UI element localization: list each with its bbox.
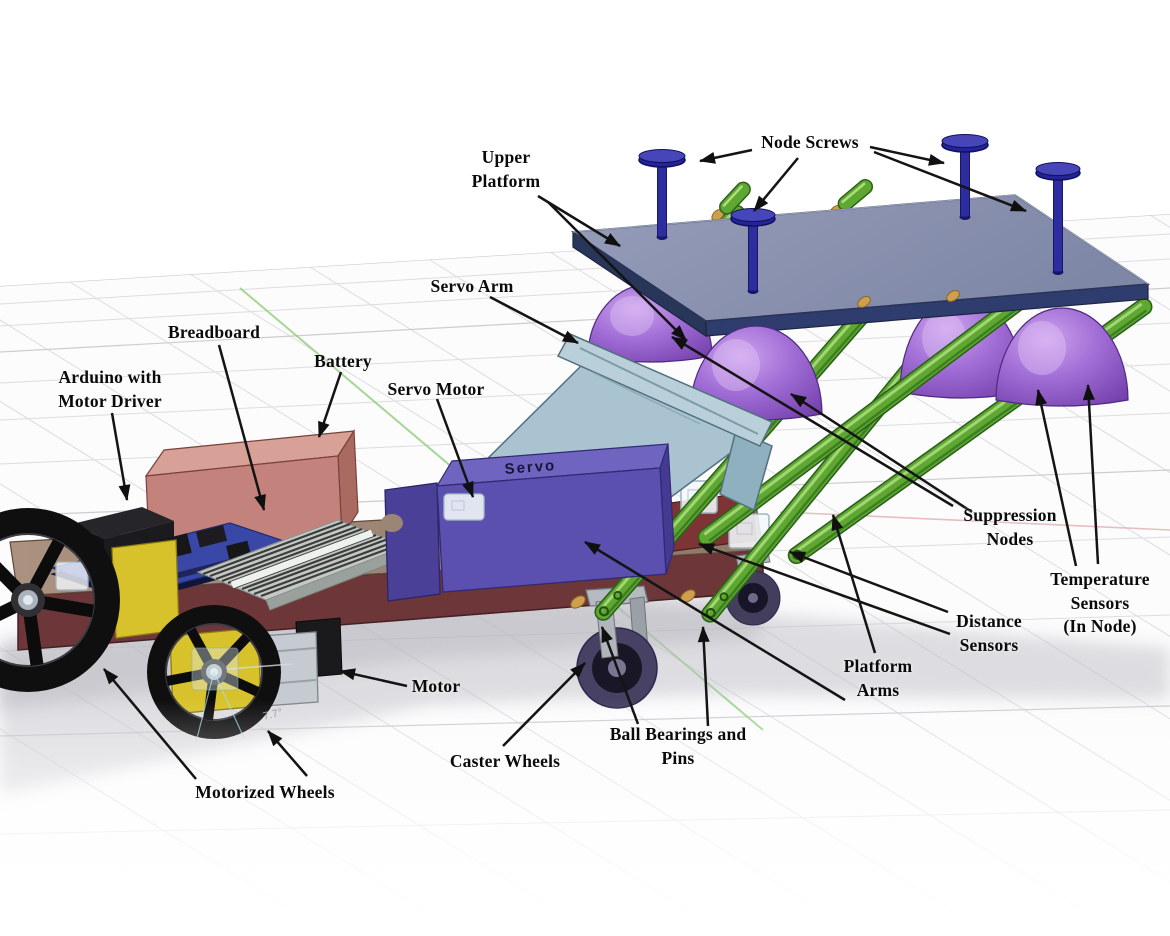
arrow-temperature-2 — [1082, 384, 1100, 565]
node-screw — [941, 134, 989, 220]
arrow-motorized-wheels-2 — [267, 730, 308, 777]
label-caster-wheels: Caster Wheels — [449, 751, 561, 771]
arrow-servo-arm — [489, 295, 579, 345]
arrow-node-screws-4 — [873, 150, 1027, 213]
label-node-screws: Node Screws — [761, 132, 859, 152]
sensor-chip — [55, 561, 89, 591]
suppression-node-dome — [689, 325, 823, 421]
arrow-motor — [339, 668, 408, 688]
arrow-platform-arms-1 — [831, 514, 877, 654]
label-motor: Motor — [411, 676, 461, 696]
arrow-distance-1 — [789, 550, 949, 614]
arrow-temperature-1 — [1035, 389, 1078, 567]
upper-platform — [570, 194, 1151, 338]
arrow-node-screws-1 — [699, 148, 753, 164]
node-screw — [730, 208, 776, 294]
bearing-pin — [570, 595, 586, 609]
annotation-arrows — [103, 145, 1100, 780]
label-upper-platform: Upper Platform — [471, 147, 541, 191]
arrow-suppression-2 — [790, 392, 973, 514]
label-distance-sensors: Distance Sensors — [956, 611, 1022, 655]
node-screw — [638, 149, 686, 240]
arm-top-stub — [829, 179, 874, 218]
arrow-ball-bearings-1 — [600, 626, 640, 725]
label-platform-arms: Platform Arms — [843, 656, 913, 700]
bearing-pin — [857, 296, 871, 308]
arm-top-stub — [711, 181, 751, 222]
label-breadboard: Breadboard — [167, 322, 261, 342]
arrow-battery — [317, 371, 343, 438]
label-motorized-wheels: Motorized Wheels — [195, 782, 335, 802]
label-temperature-sensors: Temperature Sensors (In Node) — [1050, 569, 1150, 637]
label-arduino-with-motor-driver: Arduino with Motor Driver — [58, 367, 162, 411]
bearing-pin — [946, 290, 960, 302]
label-suppression-nodes: Suppression Nodes — [963, 505, 1057, 549]
bottom-fade — [0, 700, 1170, 936]
arrow-ball-bearings-2 — [697, 626, 710, 727]
suppression-node-dome — [995, 307, 1129, 407]
arrow-platform-arms-2 — [584, 540, 846, 702]
arrow-suppression-1 — [671, 335, 954, 508]
arrow-distance-2 — [698, 542, 951, 636]
arrow-node-screws-3 — [869, 145, 945, 166]
arrow-servo-motor — [435, 398, 475, 498]
arrow-breadboard — [217, 344, 266, 511]
servo-motor: Servo — [381, 443, 675, 602]
label-servo-motor: Servo Motor — [387, 379, 485, 399]
label-servo-arm: Servo Arm — [430, 276, 514, 296]
motorized-wheel-front — [0, 508, 120, 692]
breadboard — [196, 519, 411, 611]
arrow-arduino — [110, 412, 131, 501]
servo-brand-text: Servo — [504, 457, 557, 478]
arrow-motorized-wheels-1 — [103, 668, 197, 780]
node-screw — [1035, 162, 1081, 275]
arrow-upper-platform-2 — [547, 201, 687, 341]
arrow-node-screws-2 — [753, 157, 799, 212]
label-battery: Battery — [314, 351, 372, 371]
arrow-caster-wheels — [502, 662, 586, 747]
label-ball-bearings-and-pins: Ball Bearings and Pins — [609, 724, 747, 768]
motorized-wheel-rear — [147, 605, 293, 743]
